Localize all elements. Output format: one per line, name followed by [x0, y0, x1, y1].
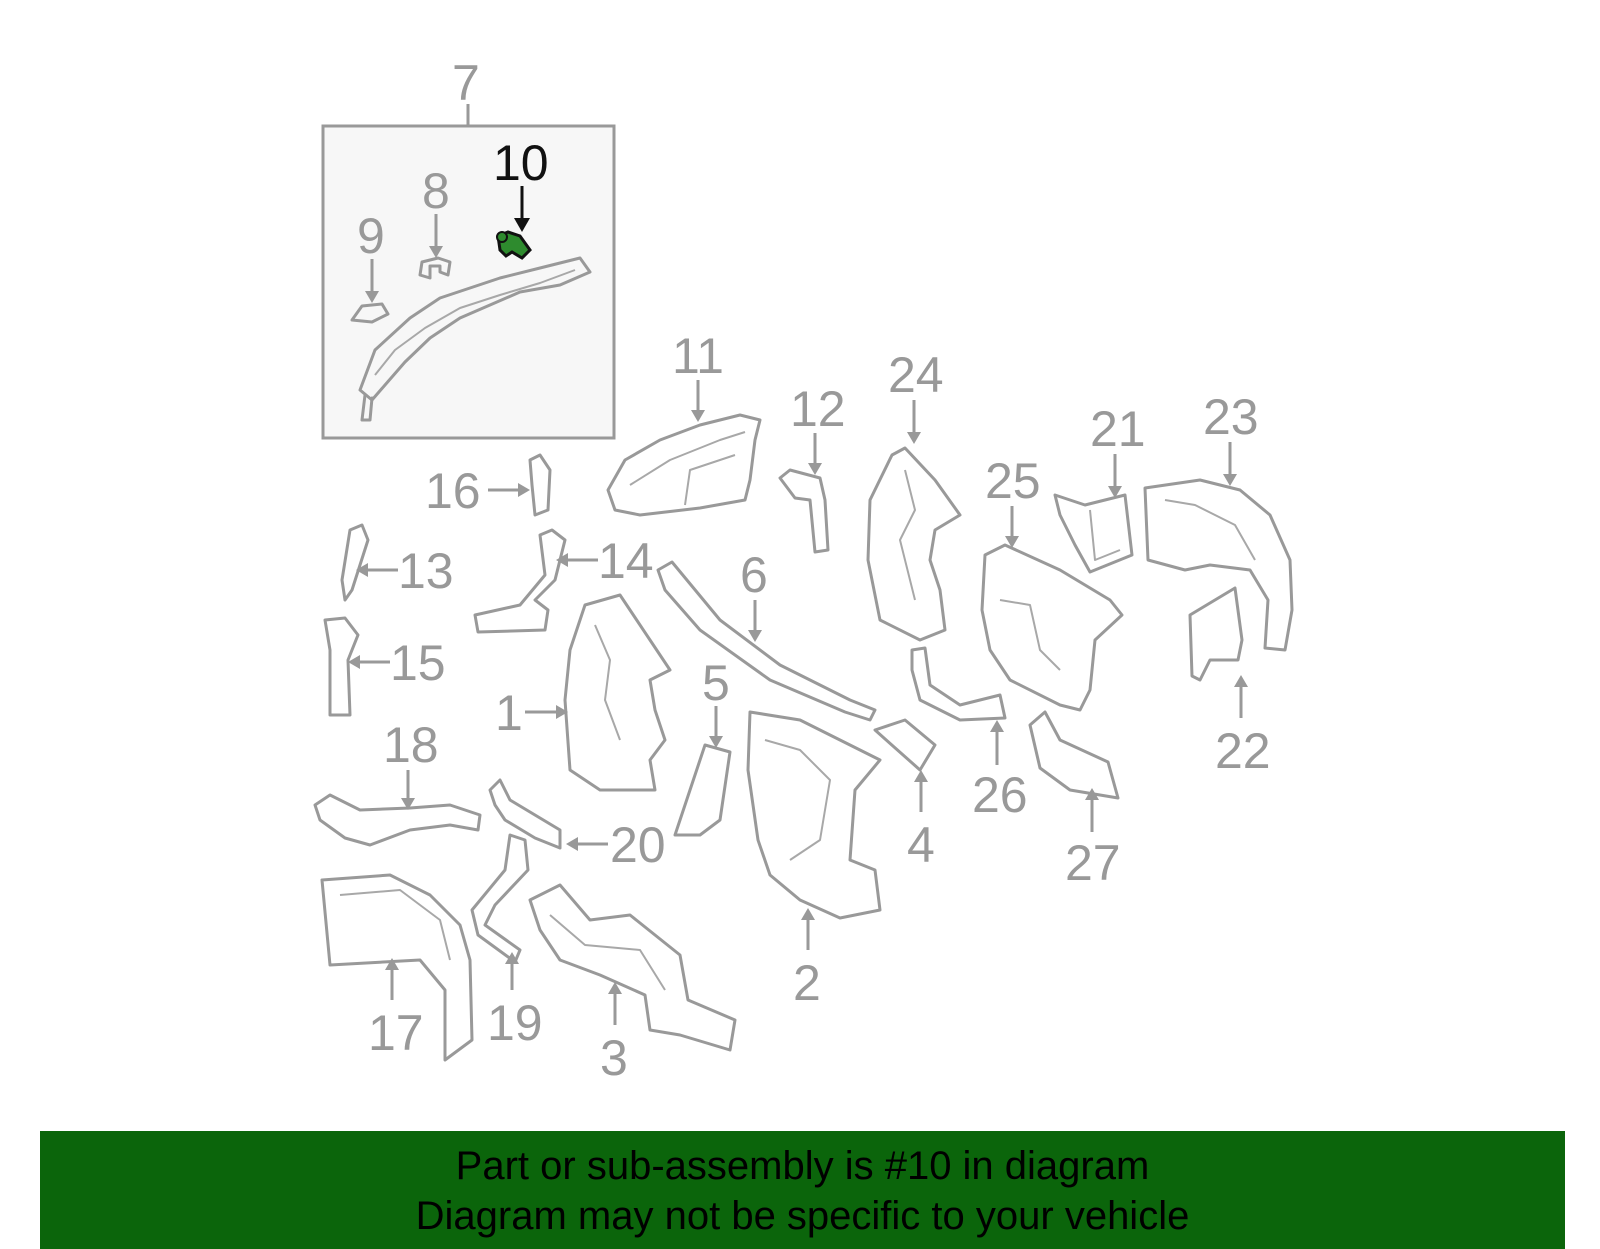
callout-9: 9 — [357, 208, 385, 303]
callout-label-3: 3 — [600, 1030, 628, 1086]
callout-label-18: 18 — [383, 717, 439, 773]
callout-25: 25 — [985, 453, 1041, 548]
callout-11: 11 — [672, 328, 724, 422]
callout-label-1: 1 — [495, 685, 523, 741]
part-14-bracket — [473, 528, 567, 634]
callout-17: 17 — [368, 958, 424, 1061]
part-19-rail — [470, 833, 530, 964]
callout-label-13: 13 — [398, 543, 454, 599]
callout-20: 20 — [566, 817, 666, 873]
callout-label-14: 14 — [598, 533, 654, 589]
callout-label-4: 4 — [907, 817, 935, 873]
part-11-panel — [606, 413, 762, 517]
callout-label-24: 24 — [888, 347, 944, 403]
callout-16: 16 — [425, 463, 530, 519]
part-5-panel — [673, 743, 732, 837]
callout-18: 18 — [383, 717, 439, 810]
callout-label-22: 22 — [1215, 723, 1271, 779]
callout-label-17: 17 — [368, 1005, 424, 1061]
callout-1: 1 — [495, 685, 568, 741]
callout-26: 26 — [972, 720, 1028, 823]
callout-14: 14 — [556, 533, 654, 589]
part-24-panel — [866, 446, 962, 642]
part-15-bracket — [323, 616, 360, 717]
callout-label-21: 21 — [1090, 401, 1146, 457]
part-13-bracket — [340, 523, 370, 602]
callout-24: 24 — [888, 347, 944, 444]
callout-3: 3 — [600, 982, 628, 1086]
callout-label-23: 23 — [1203, 389, 1259, 445]
callout-label-11: 11 — [672, 328, 724, 384]
part-20-rail — [488, 778, 562, 850]
part-4-bracket — [873, 718, 937, 772]
callout-label-16: 16 — [425, 463, 481, 519]
part-10-fastener — [496, 230, 532, 260]
callout-13: 13 — [356, 543, 454, 599]
part-8-clip — [418, 256, 452, 280]
callout-label-25: 25 — [985, 453, 1041, 509]
callout-5: 5 — [702, 655, 730, 748]
info-banner: Part or sub-assembly is #10 in diagram D… — [40, 1131, 1565, 1249]
callout-label-9: 9 — [357, 208, 385, 264]
part-12-bracket — [778, 468, 830, 554]
part-7-rail — [358, 256, 592, 422]
callout-15: 15 — [348, 635, 446, 691]
callout-12: 12 — [790, 381, 846, 475]
callout-label-26: 26 — [972, 767, 1028, 823]
part-6-crossmember — [656, 560, 877, 722]
callout-2: 2 — [793, 908, 821, 1011]
part-16-bracket — [528, 453, 552, 517]
part-27-bracket — [1028, 710, 1120, 800]
callout-19: 19 — [487, 952, 543, 1051]
part-9-bracket — [350, 302, 390, 324]
callout-23: 23 — [1203, 389, 1259, 486]
part-21-bracket — [1053, 493, 1134, 574]
callout-22: 22 — [1215, 675, 1271, 779]
callout-7: 7 — [452, 55, 480, 111]
part-3-rail — [528, 883, 737, 1052]
callout-10: 10 — [493, 135, 549, 232]
part-26-bracket — [910, 646, 1007, 722]
part-2-dash-panel — [746, 710, 882, 920]
part-22-bracket — [1188, 586, 1244, 682]
callout-label-5: 5 — [702, 655, 730, 711]
part-18-rail — [313, 793, 482, 847]
callout-label-8: 8 — [422, 163, 450, 219]
callout-label-10: 10 — [493, 135, 549, 191]
callout-8: 8 — [422, 163, 450, 258]
banner-line-1: Part or sub-assembly is #10 in diagram — [455, 1144, 1150, 1188]
callout-6: 6 — [740, 547, 768, 642]
callout-label-6: 6 — [740, 547, 768, 603]
part-25-panel — [980, 543, 1124, 712]
callout-label-27: 27 — [1065, 835, 1121, 891]
callout-21: 21 — [1090, 401, 1146, 498]
callout-label-20: 20 — [610, 817, 666, 873]
callout-label-7: 7 — [452, 55, 480, 111]
callout-label-19: 19 — [487, 995, 543, 1051]
callout-27: 27 — [1065, 788, 1121, 891]
callout-label-15: 15 — [390, 635, 446, 691]
part-23-panel — [1143, 478, 1294, 652]
callout-label-2: 2 — [793, 955, 821, 1011]
callout-label-12: 12 — [790, 381, 846, 437]
banner-line-2: Diagram may not be specific to your vehi… — [415, 1194, 1190, 1238]
part-1-panel — [563, 593, 672, 792]
callout-4: 4 — [907, 770, 935, 873]
